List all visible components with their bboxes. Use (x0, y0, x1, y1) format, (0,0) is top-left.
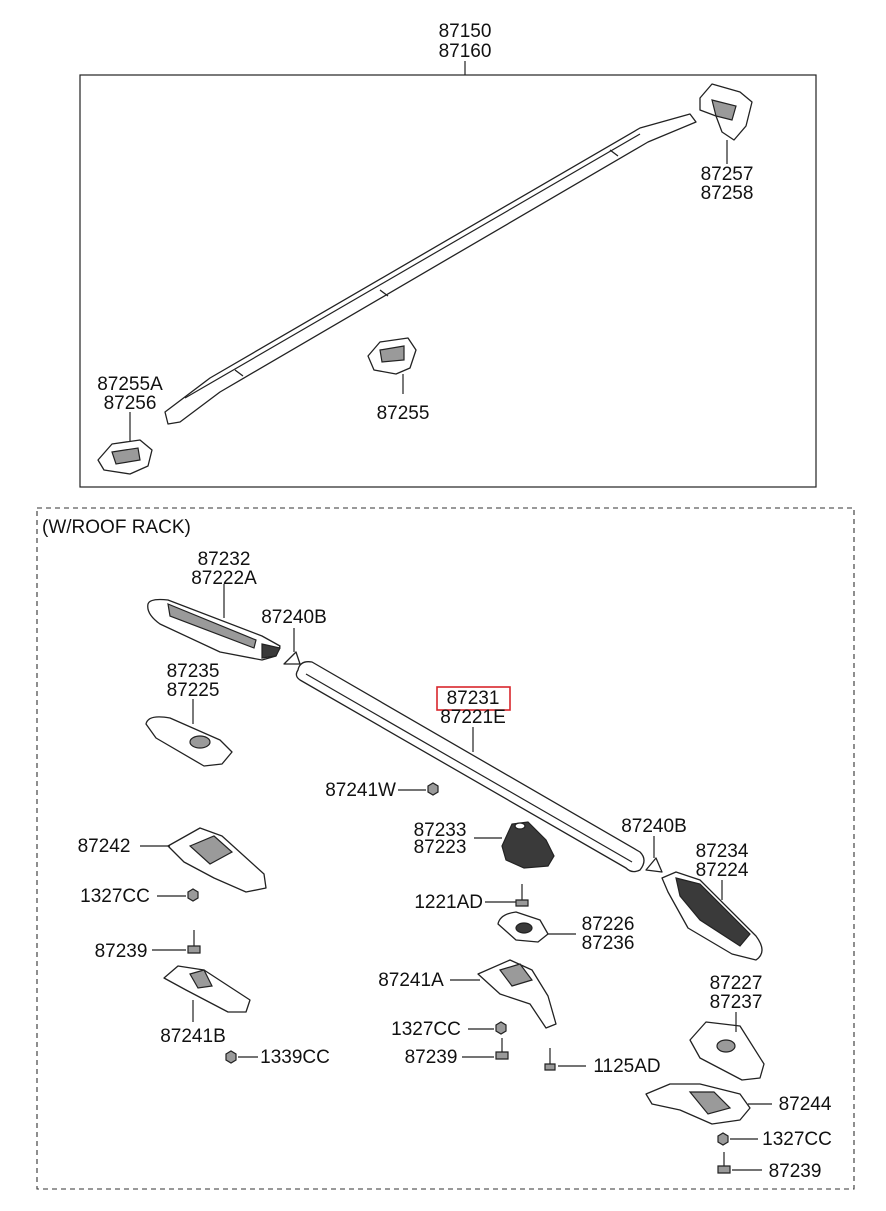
rear-pad (689, 1021, 765, 1081)
mid-pad (497, 911, 549, 943)
rear-nut-code: 1327CC (762, 1129, 832, 1150)
mid-screw-code: 1125AD (593, 1056, 660, 1077)
highlight-box (436, 686, 511, 711)
mid-clip (367, 337, 417, 375)
front-bracket (167, 827, 267, 893)
rear-nut (717, 1132, 729, 1146)
front-nut (187, 888, 199, 902)
rear-cover-code-2: 87224 (696, 860, 749, 881)
mid-clip-code: 87255 (377, 403, 430, 424)
mid-screw (544, 1048, 556, 1071)
rear-bolt-code: 87239 (769, 1161, 822, 1182)
rail-code: 87221E (440, 707, 506, 728)
mid-nut2-code: 1327CC (391, 1019, 461, 1040)
front-pad (145, 716, 233, 767)
mid-pad-code-2: 87236 (582, 933, 635, 954)
mid-bolt2 (495, 1038, 509, 1060)
rear-pad-code-2: 87237 (710, 992, 763, 1013)
rear-cover (661, 871, 763, 961)
front-seal-code: 87240B (261, 607, 327, 628)
front-seal (283, 651, 301, 665)
roof-rack-heading: (W/ROOF RACK) (42, 517, 191, 538)
rear-bracket-code: 87244 (779, 1094, 832, 1115)
end-clip-code-2: 87258 (701, 183, 754, 204)
front-cover-code-1: 87232 (198, 549, 251, 570)
mid-cover-code-2: 87223 (414, 837, 467, 858)
top-title-code-2: 87160 (439, 41, 492, 62)
end-clip (699, 83, 753, 141)
mid-bolt (515, 884, 529, 907)
end-clip-code-1: 87257 (701, 164, 754, 185)
rear-cover-code-1: 87234 (696, 841, 749, 862)
mid-cover-code-1: 87233 (414, 820, 467, 841)
top-title-code-1: 87150 (439, 21, 492, 42)
front-clip (97, 439, 153, 475)
mid-pad-code-1: 87226 (582, 914, 635, 935)
rail-code-highlighted: 87231 (447, 688, 500, 709)
front-bolt (187, 930, 201, 954)
front-base (163, 965, 251, 1013)
front-clip-code-2: 87256 (104, 393, 157, 414)
mid-nut (427, 782, 439, 796)
mid-bracket (477, 959, 557, 1029)
rear-bolt (717, 1152, 731, 1174)
roof-rack-section-frame (36, 507, 855, 1190)
mid-bolt2-code: 87239 (405, 1047, 458, 1068)
front-cover (147, 598, 281, 661)
roof-rail (295, 661, 645, 873)
mid-bracket-code: 87241A (378, 970, 444, 991)
front-small-nut (225, 1050, 237, 1064)
front-pad-code-1: 87235 (167, 661, 220, 682)
front-cover-code-2: 87222A (191, 568, 257, 589)
front-clip-code-1: 87255A (97, 374, 163, 395)
front-nut-code: 1327CC (80, 886, 150, 907)
mid-bolt-code: 1221AD (414, 892, 483, 913)
rear-seal-code: 87240B (621, 816, 687, 837)
roof-molding (164, 113, 697, 425)
top-section-frame (79, 74, 817, 488)
front-small-nut-code: 1339CC (260, 1047, 330, 1068)
mid-nut2 (495, 1021, 507, 1035)
mid-cover (501, 821, 555, 869)
front-bracket-code: 87242 (78, 836, 131, 857)
front-base-code: 87241B (160, 1026, 226, 1047)
front-bolt-code: 87239 (95, 941, 148, 962)
mid-nut-code: 87241W (325, 780, 396, 801)
rear-seal (645, 857, 663, 873)
rear-bracket (645, 1083, 751, 1125)
front-pad-code-2: 87225 (167, 680, 220, 701)
rear-pad-code-1: 87227 (710, 973, 763, 994)
